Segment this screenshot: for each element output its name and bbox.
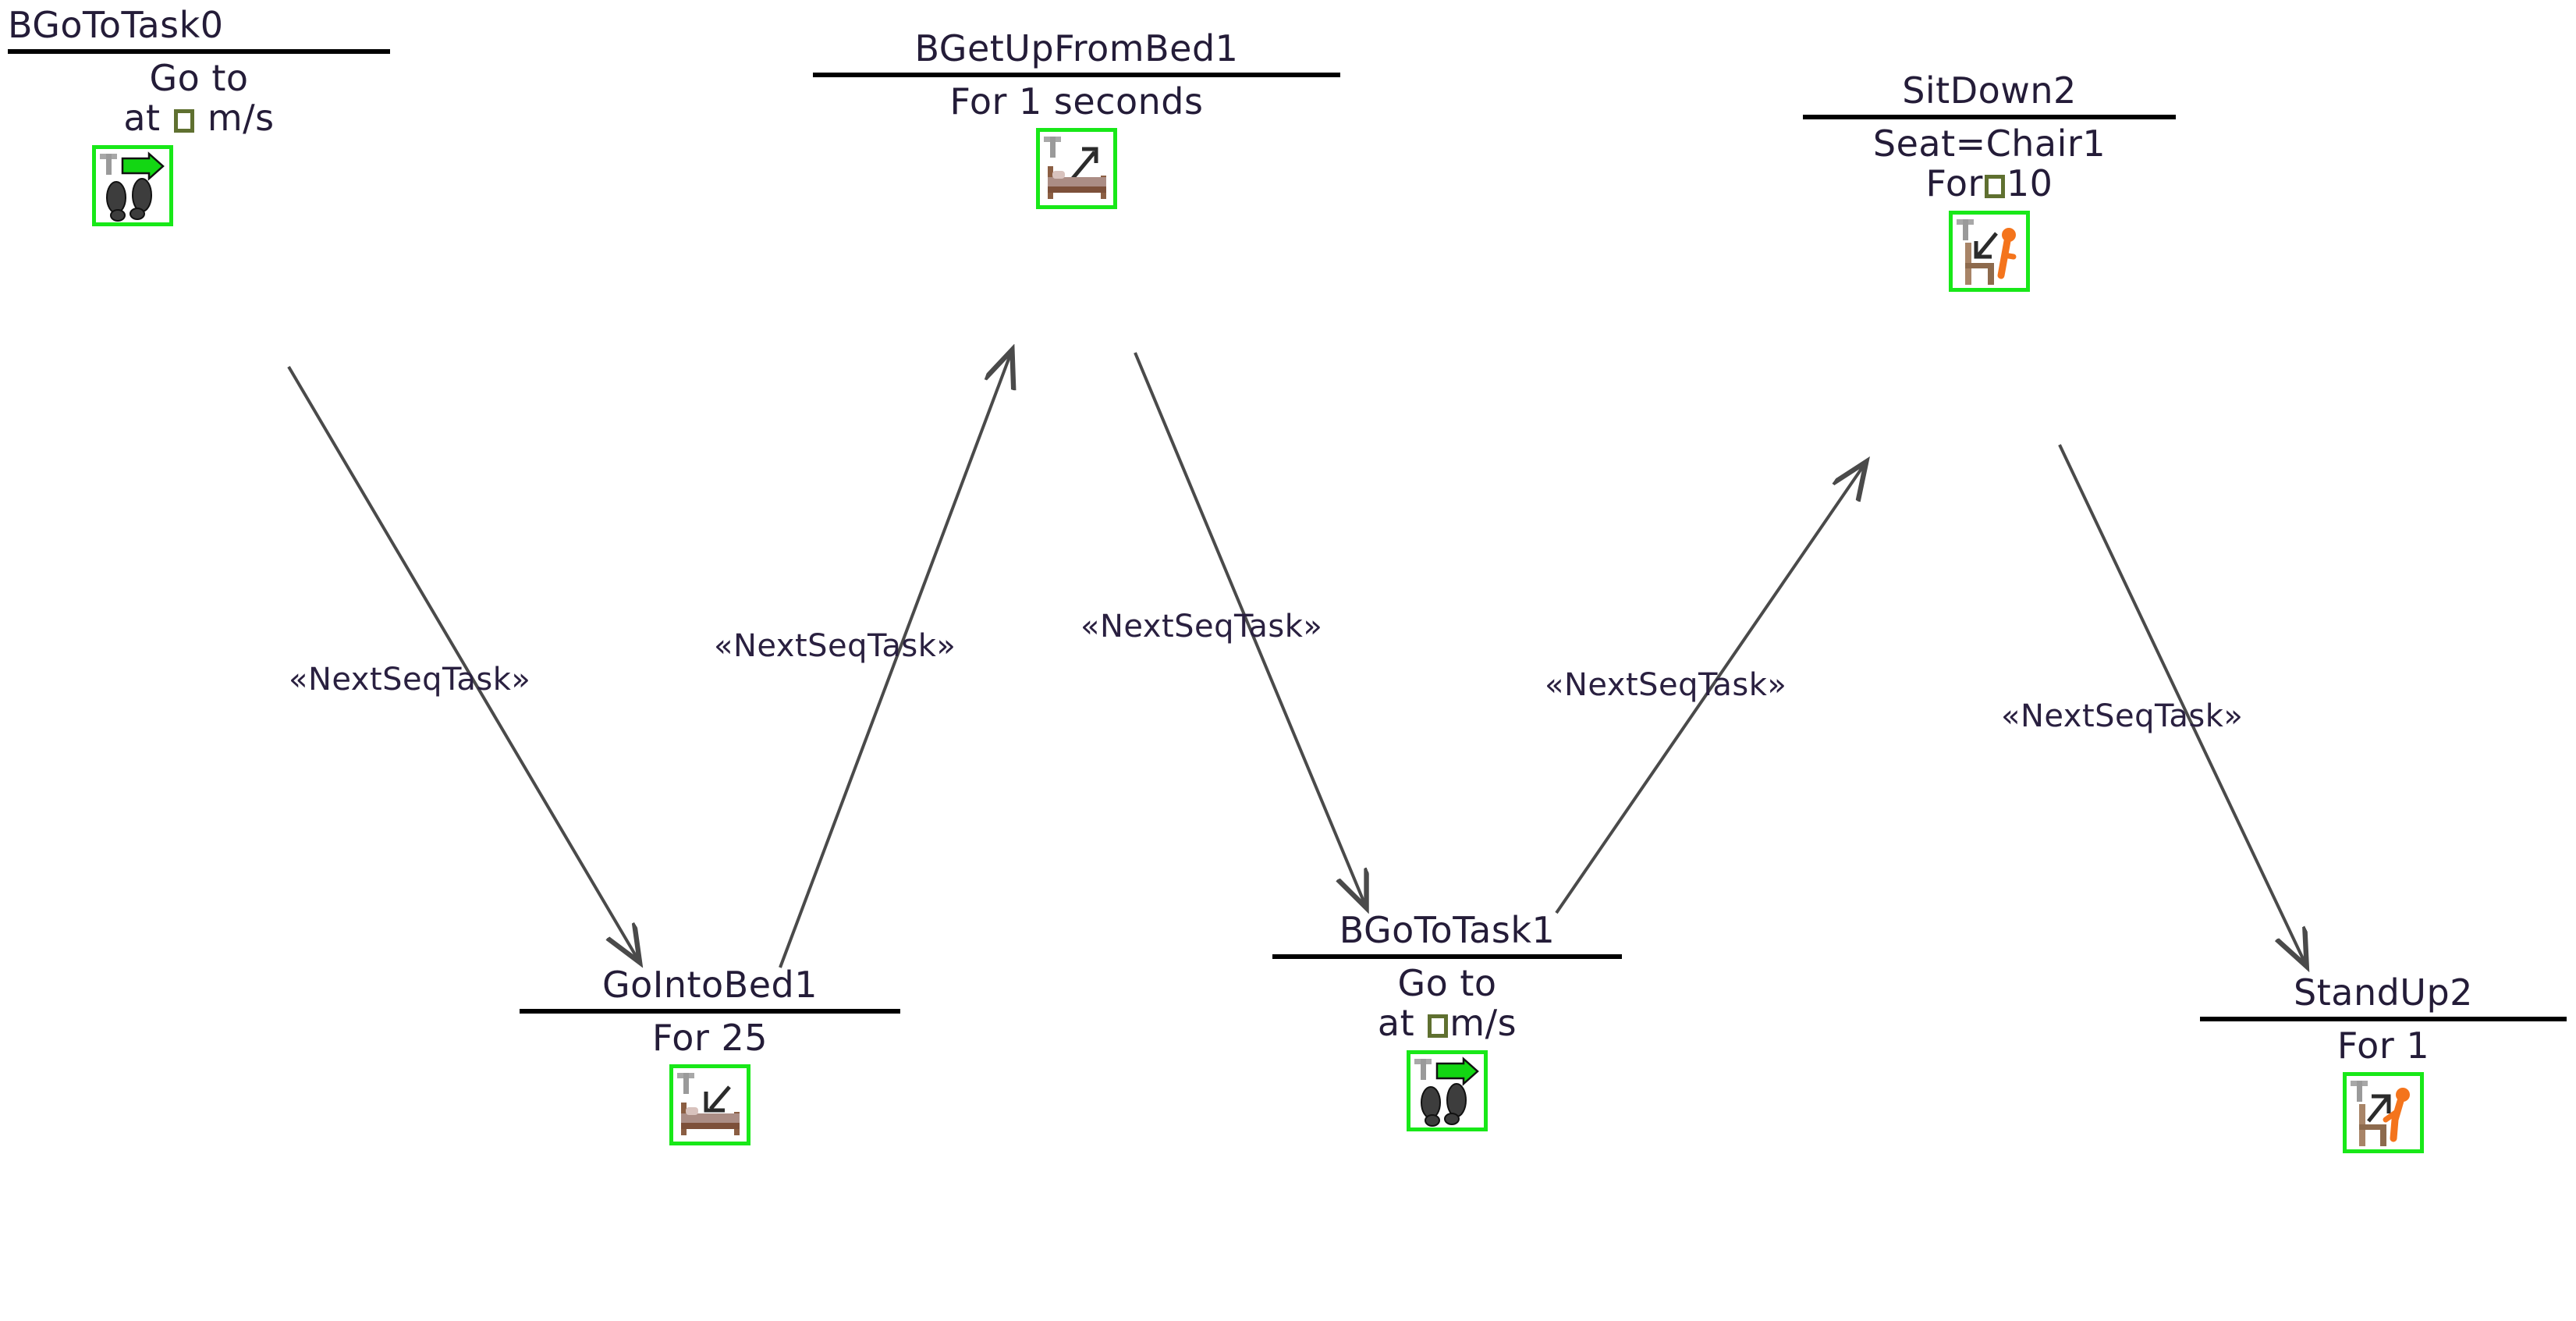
node-standup2-rule [2200, 1016, 2567, 1021]
node-bgetupfrombed1-rule [813, 72, 1340, 77]
node-bgototask1-rule [1272, 953, 1622, 959]
node-gointobed1-title: GoIntoBed1 [601, 964, 818, 1006]
edge-label-bgototask1-sitdown2: «NextSeqTask» [1545, 667, 1787, 703]
node-bgototask0-title: BGoToTask0 [8, 4, 224, 46]
missing-glyph-icon [1984, 175, 2005, 199]
edge-label-gointobed1-bgetupfrombed1: «NextSeqTask» [714, 628, 956, 664]
node-bgototask1-icon-box[interactable] [1407, 1049, 1488, 1131]
node-bgototask1-line1: Go to [1397, 961, 1497, 1004]
node-gointobed1-icon-box[interactable] [669, 1064, 750, 1146]
missing-glyph-icon [1428, 1014, 1449, 1039]
node-sitdown2-title: SitDown2 [1902, 69, 2077, 112]
node-bgototask0[interactable]: BGoToTask0 Go to at m/s [8, 6, 398, 226]
node-bgototask1-line2-pre: at [1377, 1002, 1427, 1045]
node-bgetupfrombed1-line1: For 1 seconds [949, 80, 1204, 123]
node-sitdown2-line2-post: 10 [2006, 162, 2053, 205]
sit-down-icon [1957, 218, 2017, 285]
node-standup2-line1: For 1 [2336, 1024, 2430, 1067]
node-bgototask0-rule [8, 48, 390, 54]
node-standup2-title: StandUp2 [2294, 971, 2473, 1014]
node-bgototask1-line2: at m/s [1378, 1003, 1517, 1044]
node-bgetupfrombed1[interactable]: BGetUpFromBed1 For 1 seconds [804, 27, 1350, 210]
node-bgototask1-line2-post: m/s [1449, 1002, 1517, 1045]
node-gointobed1[interactable]: GoIntoBed1 For 25 [515, 964, 905, 1146]
node-bgototask0-line2-post: m/s [195, 97, 275, 140]
goto-footprints-icon [100, 151, 165, 222]
stand-up-icon [2351, 1081, 2410, 1147]
edge-label-sitdown2-standup2: «NextSeqTask» [2001, 698, 2244, 734]
node-standup2[interactable]: StandUp2 For 1 [2192, 971, 2574, 1154]
missing-glyph-icon [173, 109, 194, 133]
node-sitdown2-rule [1803, 114, 2176, 119]
node-bgetupfrombed1-title: BGetUpFromBed1 [914, 27, 1239, 69]
node-bgototask0-line2-pre: at [123, 97, 172, 140]
node-bgototask0-line1: Go to [149, 56, 249, 99]
node-bgototask0-line2: at m/s [123, 98, 274, 139]
node-bgototask1[interactable]: BGoToTask1 Go to at m/s [1264, 911, 1630, 1131]
node-bgetupfrombed1-icon-box[interactable] [1036, 128, 1117, 210]
node-standup2-icon-box[interactable] [2343, 1072, 2424, 1154]
node-gointobed1-rule [520, 1008, 900, 1014]
go-into-bed-icon [677, 1073, 740, 1136]
node-sitdown2-line1: Seat=Chair1 [1872, 122, 2106, 165]
edge-label-bgetupfrombed1-bgototask1: «NextSeqTask» [1080, 609, 1323, 645]
node-bgototask0-icon-box[interactable] [92, 144, 173, 226]
goto-footprints-icon [1414, 1056, 1479, 1127]
node-sitdown2[interactable]: SitDown2 Seat=Chair1 For 10 [1787, 72, 2192, 292]
edge-label-bgototask0-gointobed1: «NextSeqTask» [289, 662, 531, 698]
node-sitdown2-icon-box[interactable] [1949, 210, 2030, 292]
node-sitdown2-line2-pre: For [1925, 162, 1983, 205]
node-sitdown2-line2: For 10 [1926, 164, 2053, 204]
node-bgototask1-title: BGoToTask1 [1339, 909, 1556, 951]
get-up-from-bed-icon [1044, 137, 1106, 200]
node-gointobed1-line1: For 25 [651, 1016, 768, 1059]
